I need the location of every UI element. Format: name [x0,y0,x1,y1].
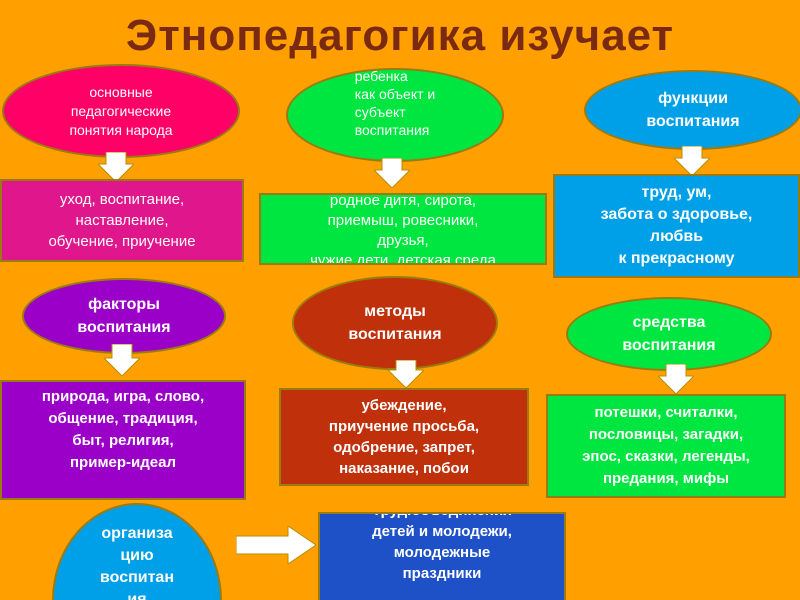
organization-detail-box: Труд.объединения детей и молодежи, молод… [318,512,566,600]
factors-ellipse: факторы воспитания [22,278,226,354]
organization-ellipse: организа цию воспитан ия [52,503,222,600]
page-title: Этнопедагогика изучает [125,11,675,60]
concepts-detail: уход, воспитание, наставление, обучение,… [48,191,196,250]
child-label: ребенка как объект и субъект воспитания [354,68,436,138]
right-arrow-icon [236,526,316,564]
concepts-ellipse: основные педагогические понятия народа [2,64,240,158]
functions-detail-box: труд, ум, забота о здоровье, любвь к пре… [553,174,800,278]
down-arrow-icon [388,360,424,388]
down-arrow-icon [674,146,710,176]
functions-label: функции воспитания [646,90,740,130]
child-ellipse: ребенка как объект и субъект воспитания [286,68,504,162]
functions-detail: труд, ум, забота о здоровье, любвь к пре… [600,184,753,267]
factors-label: факторы воспитания [77,296,171,336]
concepts-label: основные педагогические понятия народа [69,83,173,138]
means-detail-box: потешки, считалки, пословицы, загадки, э… [546,394,786,498]
methods-detail: убеждение, приучение просьба, одобрение,… [328,397,480,477]
means-ellipse: средства воспитания [566,297,772,371]
organization-detail: Труд.объединения детей и молодежи, молод… [372,514,512,582]
down-arrow-icon [658,364,694,394]
down-arrow-icon [104,344,140,376]
functions-ellipse: функции воспитания [584,70,800,150]
means-detail: потешки, считалки, пословицы, загадки, э… [582,404,750,487]
down-arrow-icon [374,158,410,188]
methods-detail-box: убеждение, приучение просьба, одобрение,… [279,388,529,486]
methods-label: методы воспитания [348,303,442,343]
down-arrow-icon [98,152,134,182]
organization-label: организа цию воспитан ия [100,524,174,600]
factors-detail: природа, игра, слово, общение, традиция,… [41,388,205,471]
means-label: средства воспитания [622,314,716,354]
factors-detail-box: природа, игра, слово, общение, традиция,… [0,380,246,500]
child-detail: родное дитя, сирота, приемыш, ровесники,… [310,193,496,265]
concepts-detail-box: уход, воспитание, наставление, обучение,… [0,179,244,262]
methods-ellipse: методы воспитания [292,276,498,370]
child-detail-box: родное дитя, сирота, приемыш, ровесники,… [259,193,547,265]
